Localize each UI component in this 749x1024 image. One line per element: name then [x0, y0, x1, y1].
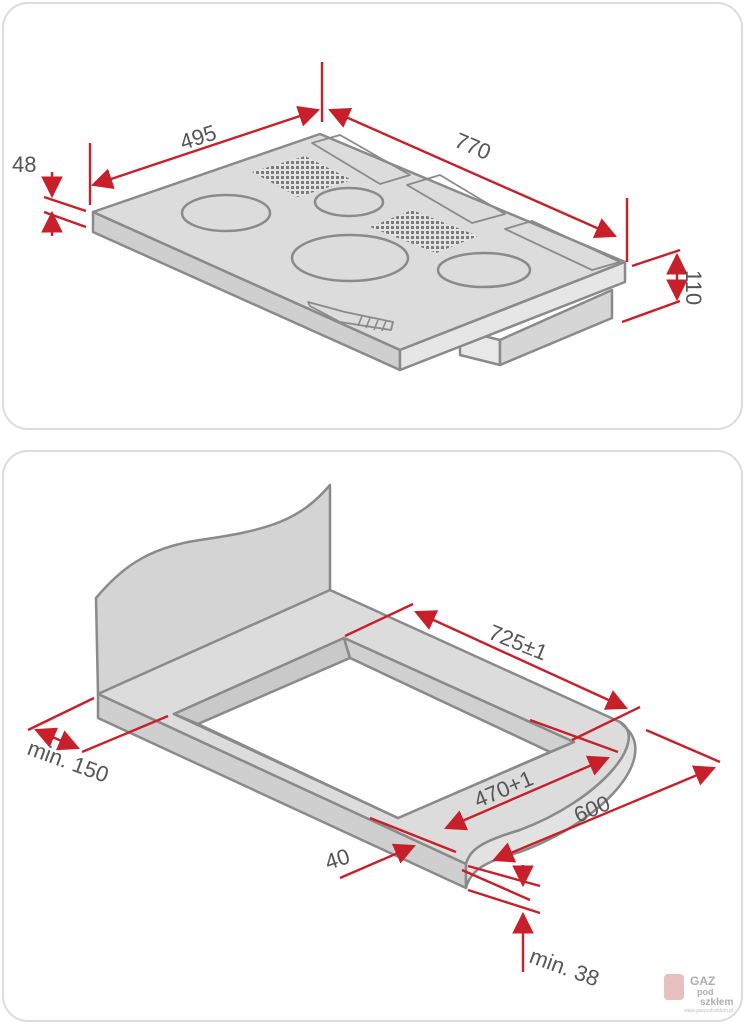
cooking-zone-front-right	[436, 251, 532, 289]
ext-470-right	[369, 816, 457, 854]
watermark-logo: GAZ pod szkłem www.gazpodszklem.pl	[664, 974, 733, 1014]
back-wall	[94, 483, 332, 696]
hob-top-surface	[91, 132, 627, 352]
watermark-line2: pod	[697, 987, 714, 997]
label-495: 495	[177, 120, 220, 155]
dim-line-770	[328, 107, 617, 239]
ext-150-right	[81, 714, 169, 754]
label-770: 770	[451, 128, 495, 165]
dim-line-495	[90, 105, 321, 190]
label-48: 48	[12, 152, 36, 177]
hob-right-edge	[398, 260, 627, 372]
ext-470-left	[529, 718, 619, 754]
dim-line-725	[414, 610, 628, 710]
ext-110-b	[621, 299, 681, 324]
hob-underbox-side	[498, 288, 614, 367]
ext-725-left	[344, 602, 414, 638]
watermark-flame-icon	[664, 974, 684, 1000]
label-min-38: min. 38	[526, 943, 602, 991]
ext-110-a	[631, 248, 681, 268]
dim-line-600	[492, 765, 716, 863]
ext-38-top	[467, 864, 541, 888]
watermark-site: www.gazpodszklem.pl	[684, 1008, 733, 1014]
slider-control	[307, 301, 394, 331]
watermark-line1: GAZ	[690, 974, 715, 988]
ext-48-a	[43, 195, 87, 213]
slider-ticks	[357, 315, 387, 332]
label-40: 40	[322, 843, 353, 874]
ext-600-top	[645, 728, 721, 764]
ext-150-left	[27, 696, 95, 732]
watermark-line3: szkłem	[700, 997, 733, 1008]
hob-drawing	[91, 132, 627, 372]
dim-line-150	[34, 727, 80, 751]
ext-38-bottom	[467, 888, 541, 915]
top-dimension-lines	[41, 62, 688, 324]
countertop-drawing	[94, 483, 637, 890]
dim-line-40	[339, 843, 416, 880]
bottom-dimension-lines	[27, 602, 721, 972]
label-110: 110	[681, 270, 706, 305]
cooking-zone-front-left	[180, 193, 272, 233]
ext-48-b	[43, 210, 87, 229]
ext-600-bottom	[461, 868, 531, 902]
ext-725-right	[571, 705, 641, 742]
